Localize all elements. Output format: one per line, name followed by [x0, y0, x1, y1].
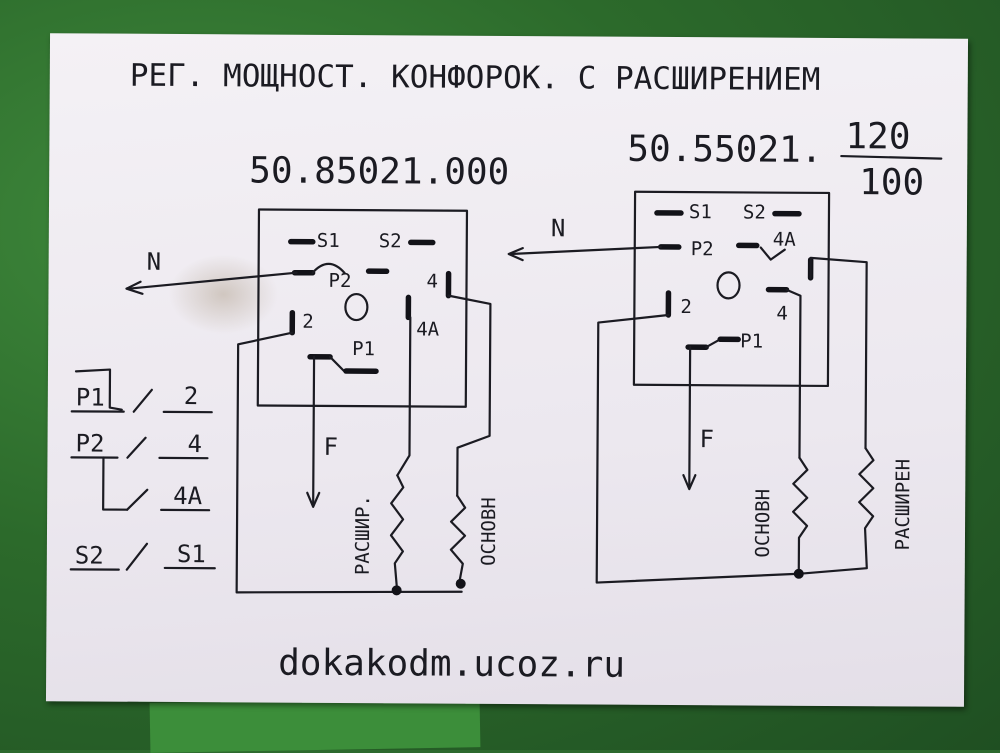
left-heater-main-label: ОСНОВН	[478, 497, 500, 566]
right-heater-ext	[799, 448, 874, 574]
green-tape	[150, 697, 481, 753]
legend-p2: P2	[75, 429, 104, 457]
left-terminal-p2: P2	[328, 270, 351, 292]
website-url: dokakodm.ucoz.ru	[278, 643, 625, 686]
right-model-fraction-bar	[841, 156, 941, 159]
left-main-wire	[447, 296, 490, 496]
left-terminal-s1: S1	[317, 230, 340, 252]
legend-4: 4	[187, 430, 202, 458]
wiring-diagram: РЕГ. МОЩНОСТ. КОНФОРОК. С РАСШИРЕНИЕМ 50…	[46, 33, 968, 707]
left-model-number: 50.85021.000	[249, 150, 509, 193]
right-heater-main	[793, 458, 808, 574]
right-ext-wire	[810, 258, 867, 448]
right-heater-main-label: ОСНОВН	[752, 489, 774, 558]
left-junction-a	[392, 585, 402, 595]
right-terminal-p2: P2	[691, 238, 714, 260]
left-ext-wire	[397, 317, 410, 475]
left-terminal-2: 2	[302, 311, 314, 333]
right-f-label: F	[699, 425, 714, 453]
left-n-label: N	[147, 248, 162, 276]
left-terminal-s2: S2	[379, 230, 402, 252]
legend-4a-switch	[127, 490, 147, 510]
right-terminal-2: 2	[680, 296, 692, 318]
left-terminal-4a: 4A	[416, 318, 440, 340]
right-terminal-p1: P1	[740, 330, 763, 352]
right-f-wire	[689, 347, 690, 487]
legend-2: 2	[184, 382, 199, 410]
right-n-label: N	[551, 214, 566, 242]
left-p1-link	[330, 357, 344, 371]
diagram-title: РЕГ. МОЩНОСТ. КОНФОРОК. С РАСШИРЕНИЕМ	[130, 58, 821, 98]
legend-s-switch	[127, 544, 147, 570]
left-switch-body	[258, 209, 467, 406]
left-f-wire	[313, 357, 314, 505]
right-terminal-4a: 4A	[773, 229, 797, 251]
legend-s2: S2	[75, 541, 104, 569]
left-shaft-hole	[345, 294, 367, 320]
legend-s1: S1	[177, 540, 206, 568]
right-model-numerator: 120	[845, 116, 910, 157]
right-junction	[794, 569, 804, 579]
legend-p2-switch	[127, 438, 145, 458]
left-f-label: F	[323, 433, 338, 461]
left-junction-b	[456, 579, 466, 589]
legend-p2-branch	[103, 458, 127, 510]
legend-4a: 4A	[173, 482, 203, 510]
right-terminal-s2: S2	[743, 201, 766, 223]
left-terminal-4: 4	[426, 271, 438, 293]
left-heater-ext-label: РАСШИР.	[352, 495, 374, 575]
right-terminal-4: 4	[776, 303, 788, 325]
right-heater-ext-label: РАСШИРЕН	[892, 459, 915, 551]
left-terminal-p1: P1	[352, 338, 375, 360]
right-shaft-hole	[717, 272, 739, 298]
right-model-denominator: 100	[859, 162, 924, 203]
legend-p1-switch	[134, 390, 152, 412]
paper-sheet: РЕГ. МОЩНОСТ. КОНФОРОК. С РАСШИРЕНИЕМ 50…	[46, 33, 968, 707]
left-heater-ext	[391, 475, 404, 585]
right-terminal-s1: S1	[689, 201, 712, 223]
right-n-wire	[511, 246, 661, 255]
right-model-base: 50.55021.	[627, 129, 822, 171]
left-heater-main	[451, 496, 466, 586]
legend-p1: P1	[76, 383, 105, 411]
